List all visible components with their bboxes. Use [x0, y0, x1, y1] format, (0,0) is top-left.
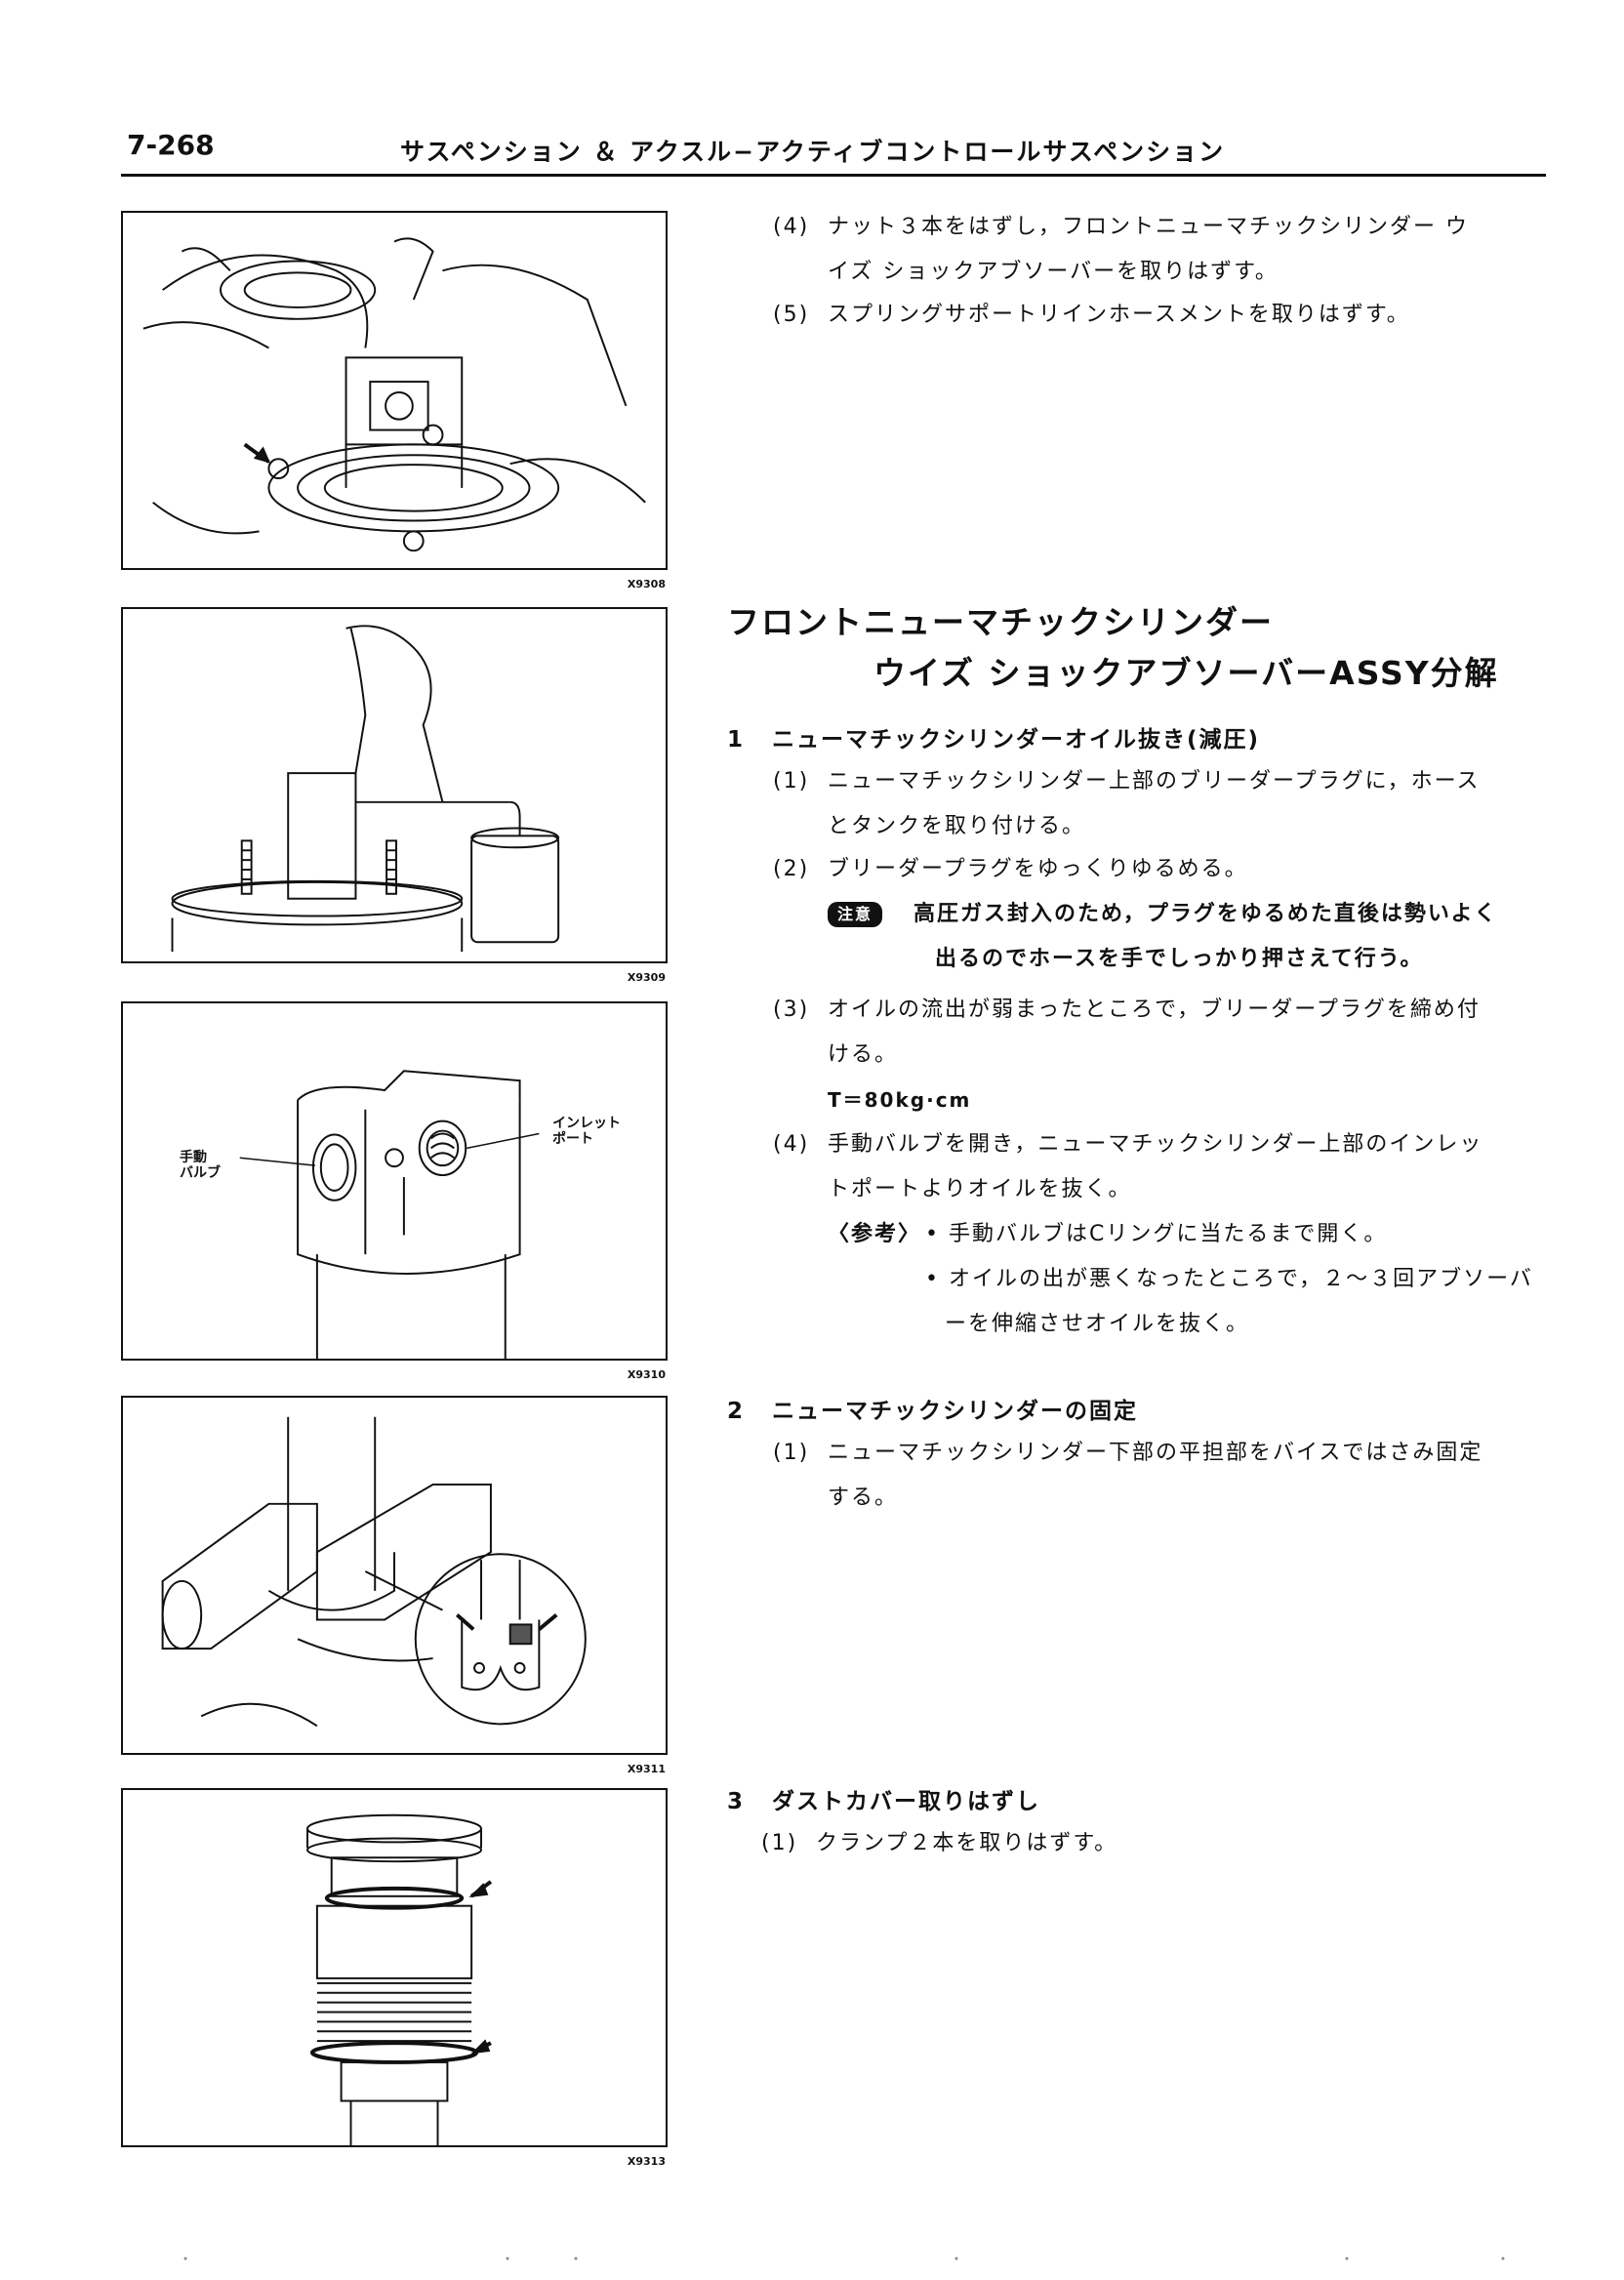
step-number: 2 — [727, 1399, 746, 1424]
figure-vise-clamp: X9311 — [121, 1396, 668, 1775]
step-text: ブリーダープラグをゆっくりゆるめる。 — [828, 857, 1248, 881]
step-3-sub-1: (1) クランプ２本を取りはずす。 — [761, 1821, 1117, 1866]
caution-badge: 注意 — [828, 902, 883, 927]
step-text: ニューマチックシリンダー下部の平担部をバイスではさみ固定 — [828, 1441, 1483, 1465]
figure-manual-valve: 手動 バルブ インレット ポート X9310 — [121, 1001, 668, 1381]
step-2-title: 2 ニューマチックシリンダーの固定 — [727, 1392, 1138, 1425]
label-manual-valve: 手動 バルブ — [180, 1150, 221, 1181]
header-rule — [121, 174, 1546, 177]
step-1-sub-3: (3) オイルの流出が弱まったところで，ブリーダープラグを締め付 ける。 T＝80… — [773, 988, 1481, 1122]
section-heading-line2: ウイズ ショックアブソーバーASSY分解 — [873, 654, 1499, 692]
step-2-sub-1: (1) ニューマチックシリンダー下部の平担部をバイスではさみ固定 する。 — [773, 1431, 1482, 1521]
step-text: とタンクを取り付ける。 — [828, 814, 1086, 838]
step-text: ニューマチックシリンダー上部のブリーダープラグに，ホース — [828, 769, 1481, 794]
step-number: (5) — [773, 303, 810, 327]
figure-code: X9310 — [627, 1368, 666, 1381]
step-number: (4) — [773, 1132, 810, 1157]
caution-note: 注意 高圧ガス封入のため，プラグをゆるめた直後は勢いよく 出るのでホースを手でしっ… — [828, 892, 1497, 982]
dust-cover-illustration — [305, 1813, 493, 2145]
top-step-4: (4) ナット３本をはずし，フロントニューマチックシリンダー ウ イズ ショックア… — [773, 205, 1469, 295]
step-1-sub-2: (2) ブリーダープラグをゆっくりゆるめる。 — [773, 847, 1248, 892]
bleeder-hose-illustration — [171, 625, 560, 953]
step-number: (1) — [773, 769, 810, 794]
step-number: 1 — [727, 727, 746, 753]
step-3-title: 3 ダストカバー取りはずし — [727, 1782, 1040, 1815]
step-1-sub-4: (4) 手動バルブを開き，ニューマチックシリンダー上部のインレッ トポートよりオイ… — [773, 1122, 1482, 1212]
step-number: (4) — [773, 215, 810, 239]
step-number: (3) — [773, 998, 810, 1022]
nut-removal-illustration — [142, 237, 646, 552]
step-text: トポートよりオイルを抜く。 — [828, 1177, 1132, 1201]
caution-text: 高圧ガス封入のため，プラグをゆるめた直後は勢いよく — [914, 902, 1498, 926]
vise-clamp-illustration — [161, 1416, 587, 1728]
step-text: イズ ショックアブソーバーを取りはずす。 — [828, 260, 1279, 284]
step-text: ける。 — [828, 1042, 899, 1067]
reference-text: • 手動バルブはCリングに当たるまで開く。 — [925, 1222, 1388, 1246]
torque-spec: T＝80kg·cm — [828, 1088, 972, 1112]
step-text: オイルの流出が弱まったところで，ブリーダープラグを締め付 — [828, 998, 1481, 1022]
page-number: 7-268 — [127, 129, 215, 161]
figure-code: X9313 — [627, 2155, 666, 2168]
figure-nut-removal: X9308 — [121, 211, 668, 590]
running-title: サスペンション ＆ アクスル−アクティブコントロールサスペンション — [400, 138, 1226, 166]
step-title: ニューマチックシリンダーの固定 — [772, 1399, 1138, 1424]
reference-label: 〈参考〉 — [828, 1222, 922, 1246]
label-inlet-port: インレット ポート — [552, 1116, 621, 1147]
step-title: ダストカバー取りはずし — [772, 1789, 1040, 1814]
figure-code: X9309 — [627, 971, 666, 984]
figure-bleeder-hose: X9309 — [121, 607, 668, 984]
reference-text: ーを伸縮させオイルを抜く。 — [945, 1312, 1250, 1336]
figure-dust-cover: X9313 — [121, 1788, 668, 2168]
step-number: (2) — [773, 857, 810, 881]
footer-scan-marks — [183, 2257, 1505, 2260]
manual-valve-illustration — [239, 1070, 540, 1359]
step-text: スプリングサポートリインホースメントを取りはずす。 — [828, 303, 1410, 327]
step-title: ニューマチックシリンダーオイル抜き(減圧) — [772, 727, 1261, 753]
step-number: 3 — [727, 1789, 746, 1814]
step-text: 手動バルブを開き，ニューマチックシリンダー上部のインレッ — [828, 1132, 1483, 1157]
reference-note: 〈参考〉• 手動バルブはCリングに当たるまで開く。 • オイルの出が悪くなったと… — [828, 1212, 1533, 1347]
step-text: ナット３本をはずし，フロントニューマチックシリンダー ウ — [828, 215, 1469, 239]
step-1-sub-1: (1) ニューマチックシリンダー上部のブリーダープラグに，ホース とタンクを取り付… — [773, 759, 1480, 849]
top-step-5: (5) スプリングサポートリインホースメントを取りはずす。 — [773, 293, 1410, 338]
figure-code: X9311 — [627, 1763, 666, 1775]
figure-code: X9308 — [627, 578, 666, 590]
step-number: (1) — [761, 1831, 798, 1855]
step-number: (1) — [773, 1441, 810, 1465]
reference-text: • オイルの出が悪くなったところで，２〜３回アブソーバ — [925, 1267, 1533, 1291]
step-text: する。 — [828, 1486, 899, 1510]
caution-text: 出るのでホースを手でしっかり押さえて行う。 — [935, 947, 1424, 971]
section-heading: フロントニューマチックシリンダー ウイズ ショックアブソーバーASSY分解 — [727, 597, 1499, 699]
step-text: クランプ２本を取りはずす。 — [816, 1831, 1118, 1855]
step-1-title: 1 ニューマチックシリンダーオイル抜き(減圧) — [727, 720, 1260, 753]
section-heading-line1: フロントニューマチックシリンダー — [727, 603, 1274, 641]
